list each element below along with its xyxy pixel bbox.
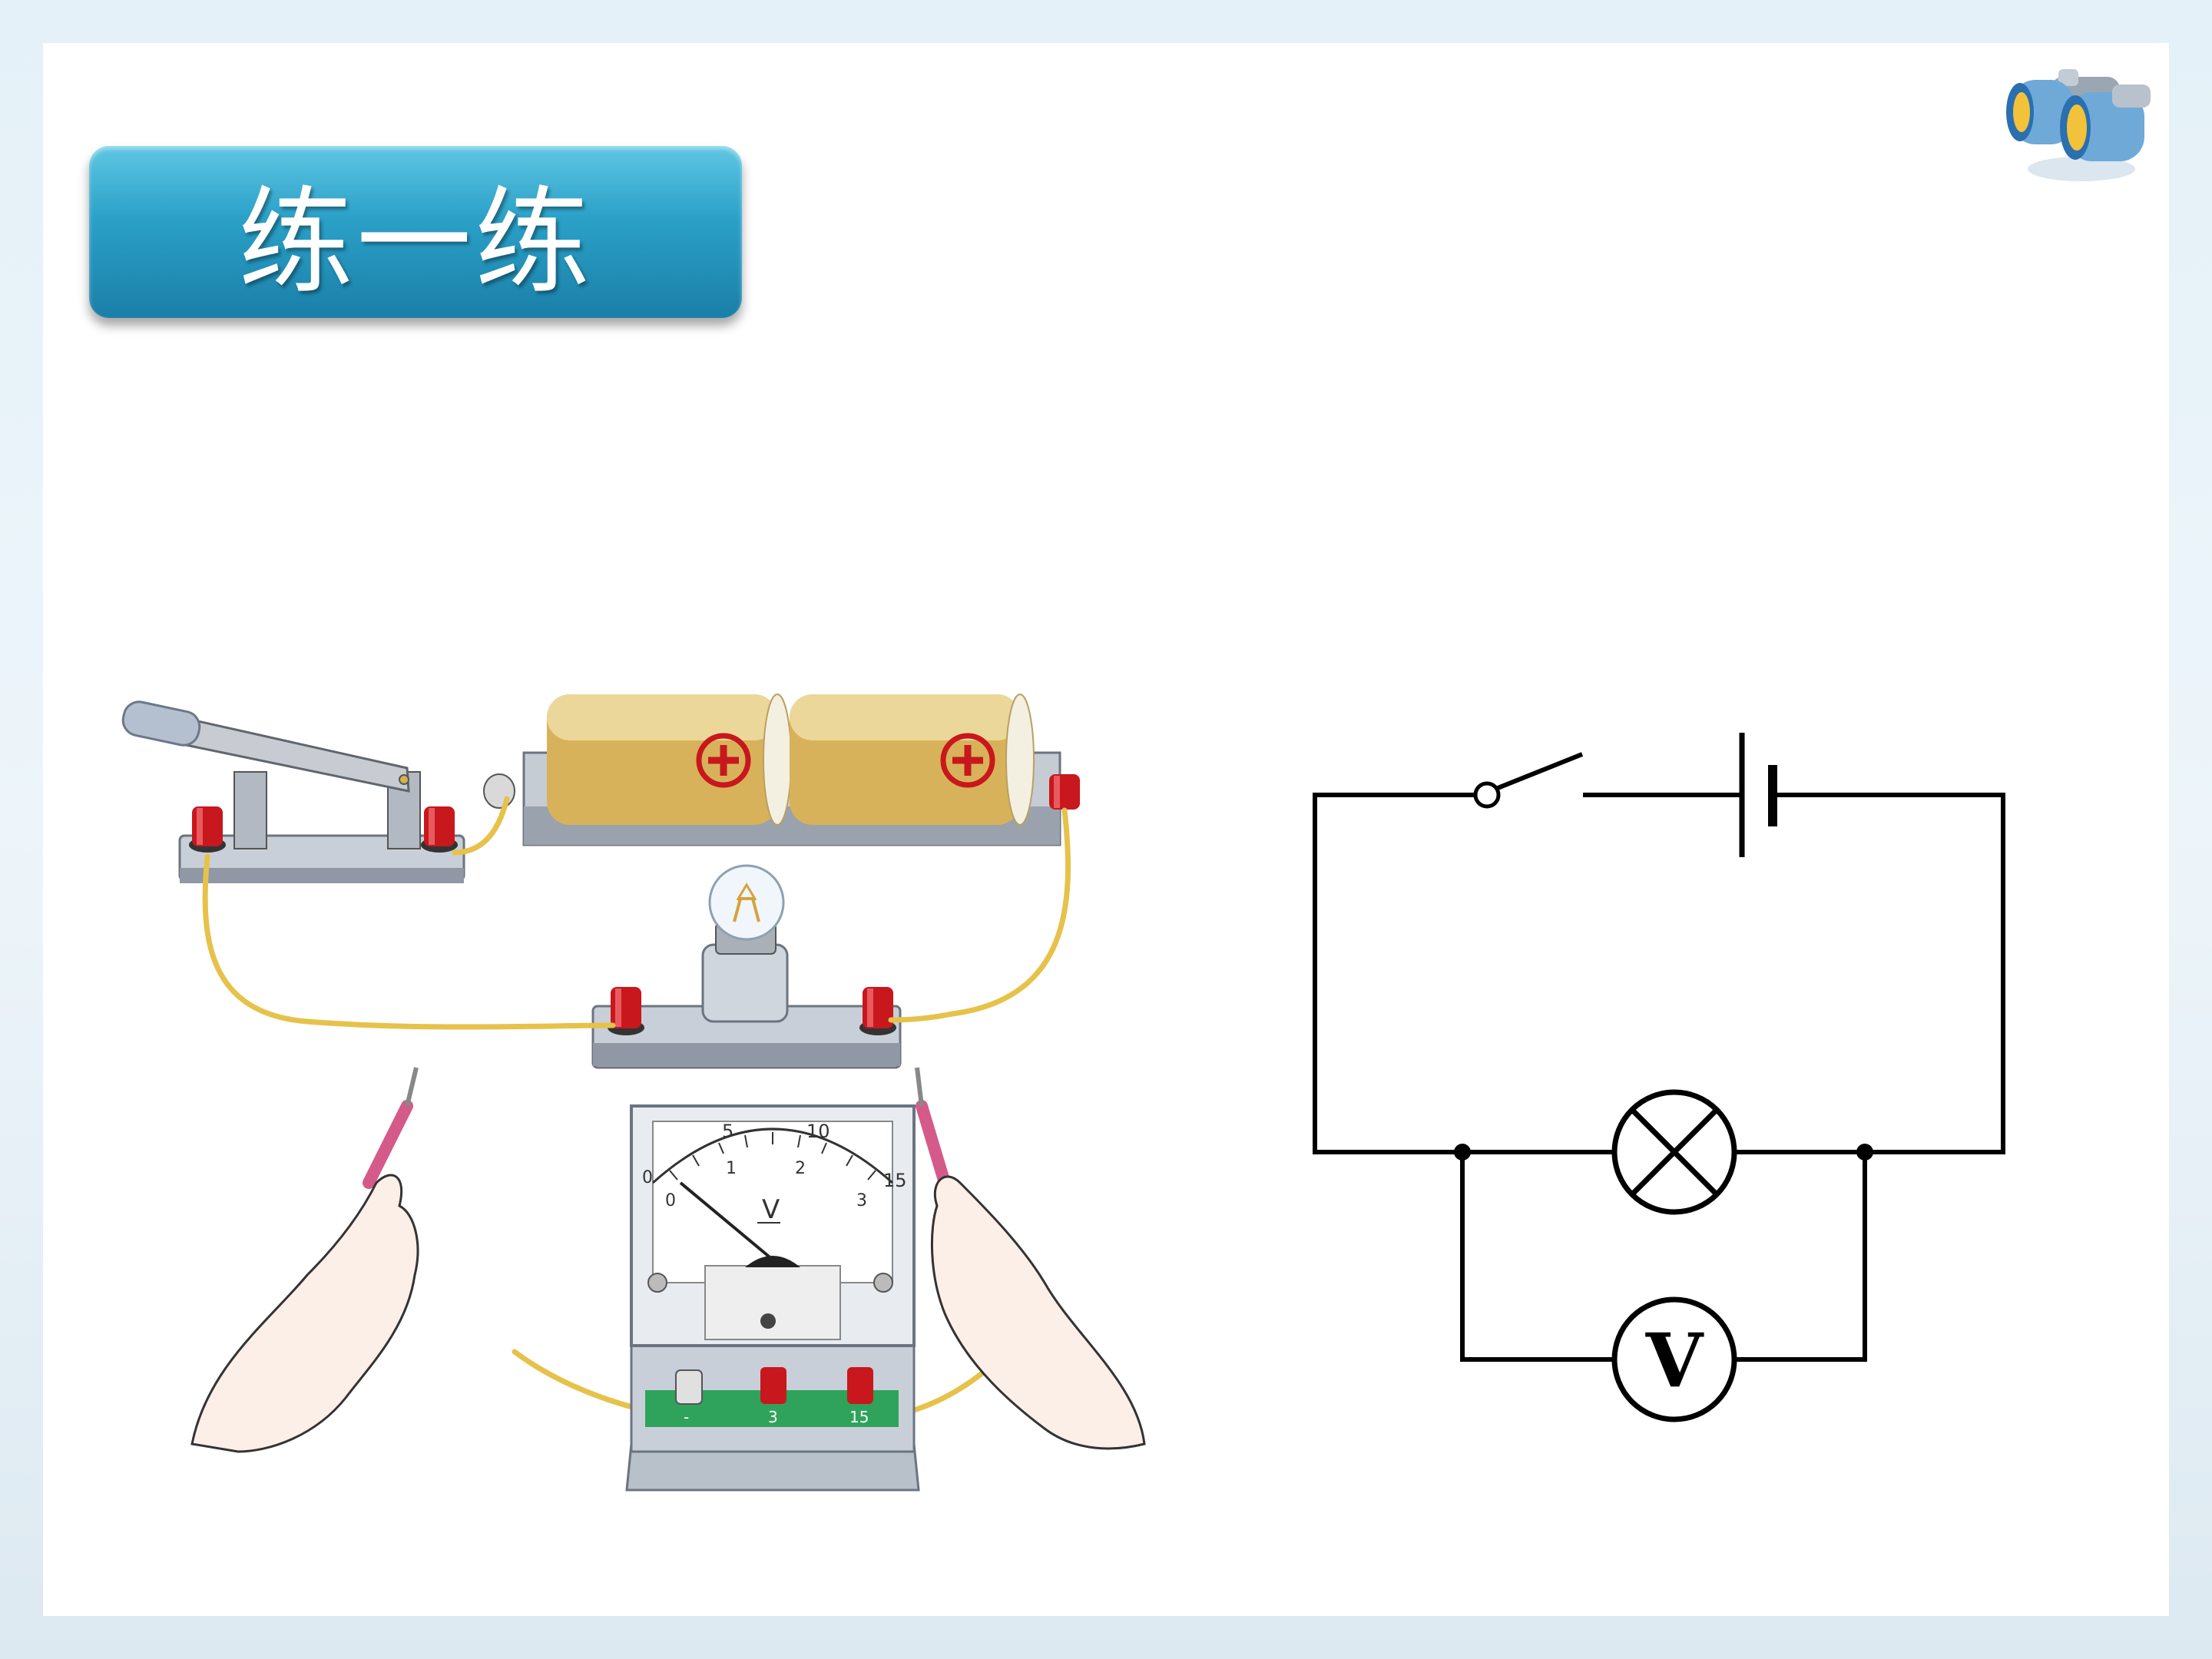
meter-upper-scale-10: 10 <box>806 1121 830 1142</box>
meter-upper-scale-15: 15 <box>883 1170 907 1191</box>
switch-terminal-right <box>421 806 458 853</box>
meter-lower-scale-0: 0 <box>665 1191 676 1210</box>
voltmeter-terminal-3 <box>760 1367 786 1404</box>
terminal-label-3: 3 <box>768 1408 778 1426</box>
battery-holder <box>483 694 1080 846</box>
meter-upper-scale-0: 0 <box>642 1168 653 1187</box>
right-hand-with-probe <box>915 1067 1146 1450</box>
switch-terminal-left <box>189 806 226 853</box>
terminal-label-15: 15 <box>849 1408 869 1426</box>
circuit-apparatus-illustration: 5 10 15 1 2 3 0 0 V - 3 15 <box>121 694 1146 1492</box>
terminal-label-negative: - <box>684 1408 689 1426</box>
voltmeter-terminal-negative <box>675 1369 703 1405</box>
battery-cell-2 <box>790 694 1035 826</box>
battery-cell-1 <box>547 694 792 826</box>
lamp-terminal-left <box>608 987 644 1035</box>
connecting-wires <box>202 796 1071 1422</box>
meter-lower-scale-3: 3 <box>856 1191 867 1210</box>
slide-title: 练一练 <box>237 175 593 310</box>
junction-node-right <box>1856 1144 1873 1161</box>
battery-symbol <box>1739 733 1777 857</box>
voltmeter-symbol: V <box>1611 1296 1737 1422</box>
voltmeter-symbol-label: V <box>1645 1317 1704 1404</box>
lamp-holder <box>591 864 902 1069</box>
lamp-symbol <box>1611 1089 1737 1215</box>
switch-symbol <box>1473 752 1584 809</box>
light-bulb <box>708 864 785 941</box>
knife-switch <box>121 700 465 883</box>
lamp-terminal-right <box>859 987 896 1035</box>
left-hand-with-probe <box>190 1067 419 1453</box>
meter-upper-scale-5: 5 <box>722 1121 733 1142</box>
meter-lower-scale-1: 1 <box>726 1159 737 1178</box>
binoculars-icon <box>2006 69 2151 181</box>
battery-terminal <box>1049 774 1080 810</box>
meter-unit-label: V <box>762 1194 780 1225</box>
meter-lower-scale-2: 2 <box>795 1159 806 1178</box>
voltmeter-terminal-15 <box>847 1367 873 1404</box>
circuit-schematic: V <box>1313 733 2005 1422</box>
title-badge: 练一练 <box>89 146 742 318</box>
junction-node-left <box>1454 1144 1471 1161</box>
voltmeter: 5 10 15 1 2 3 0 0 V - 3 15 <box>625 1104 920 1492</box>
